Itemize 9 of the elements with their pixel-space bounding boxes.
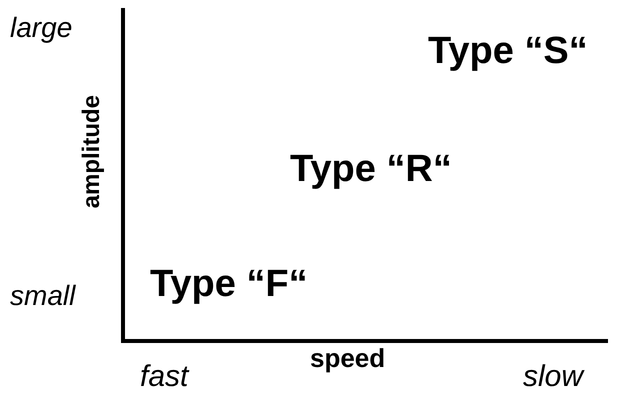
type-label: Type “S“ bbox=[428, 32, 588, 70]
axis-title: amplitude bbox=[80, 95, 104, 208]
type-label: Type “R“ bbox=[290, 150, 452, 188]
axis-end-label: slow bbox=[523, 362, 584, 392]
axis-end-label: fast bbox=[140, 362, 188, 392]
axis-title: speed bbox=[310, 345, 386, 371]
type-label: Type “F“ bbox=[150, 265, 308, 303]
axis-end-label: small bbox=[10, 282, 76, 310]
axis-end-label: large bbox=[10, 14, 72, 42]
